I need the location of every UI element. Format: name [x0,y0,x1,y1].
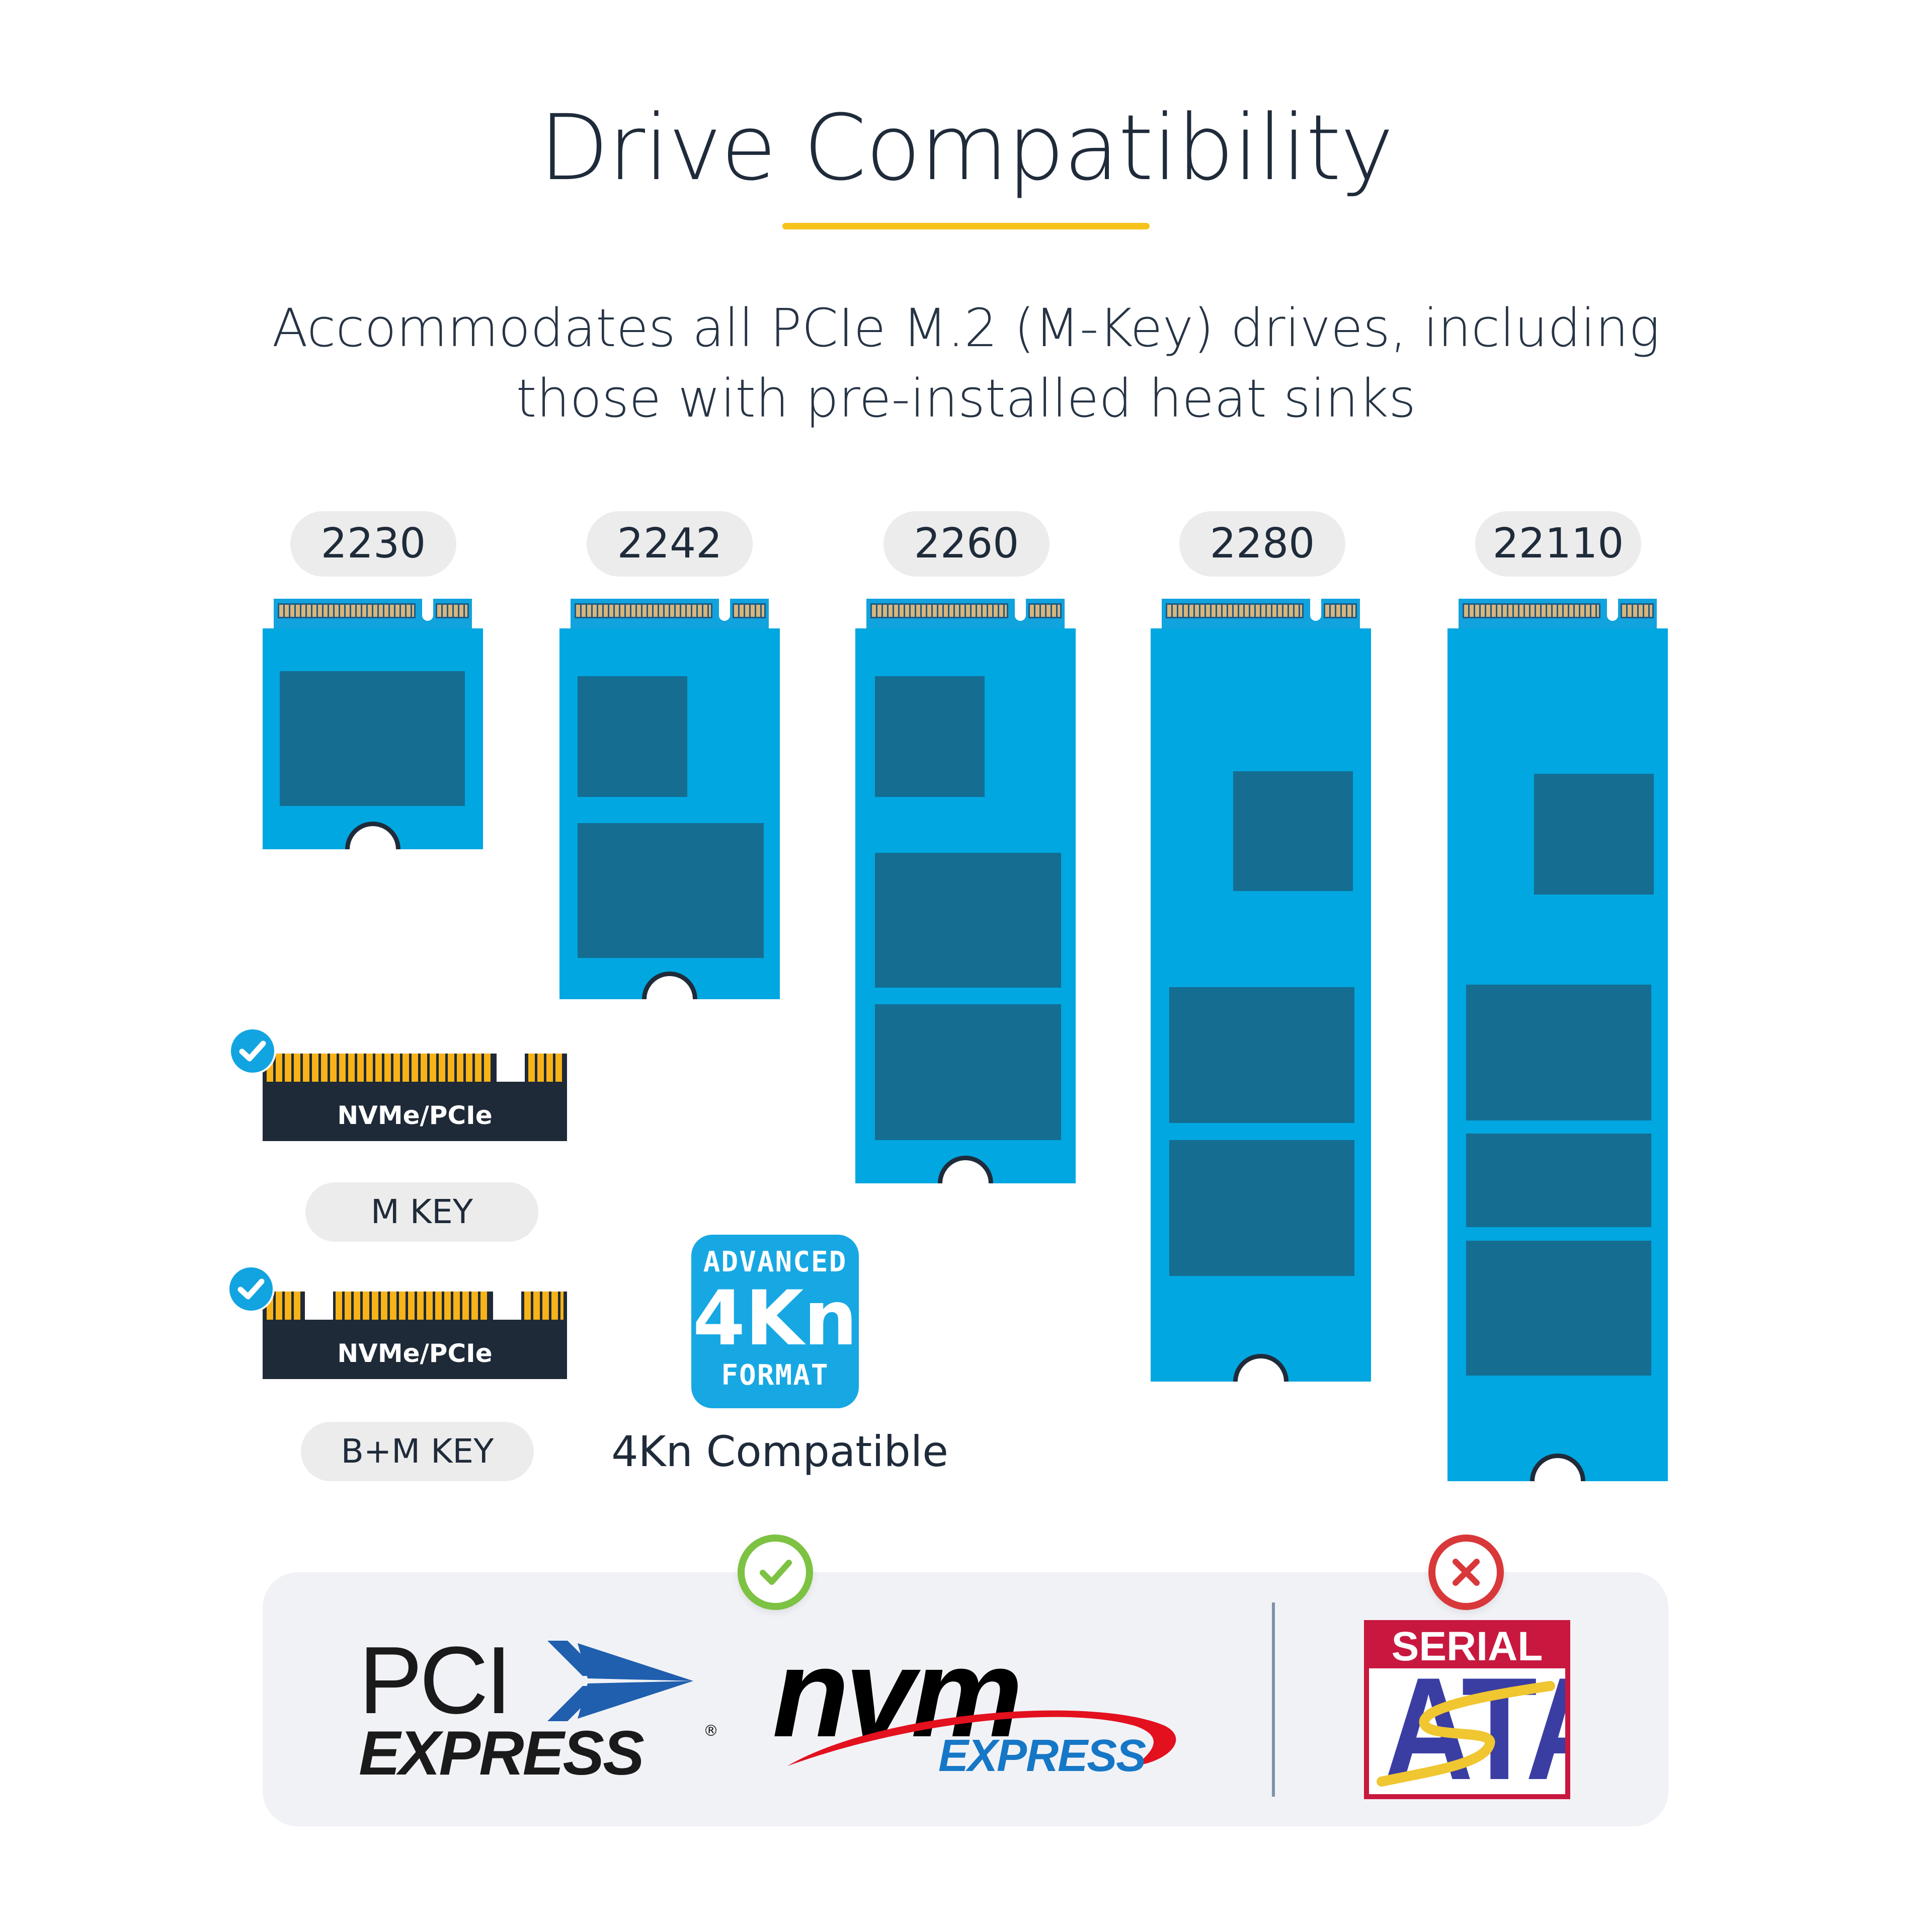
advanced-4kn-format-badge: ADVANCED 4Kn FORMAT [691,1235,859,1408]
chip [1466,1241,1651,1376]
size-label-2230: 2230 [290,511,456,577]
gold-pins [524,1292,564,1320]
bm-key-label: B+M KEY [301,1422,534,1481]
m2-2242-drive-icon [559,599,780,999]
nvm-express-logo: nvm EXPRESS [772,1630,1190,1786]
serial-ata-logo: SERIAL ATA [1364,1620,1570,1799]
mounting-hole [642,972,697,999]
size-label-2260: 2260 [883,511,1050,577]
mounting-hole [938,1156,993,1183]
connector-edge [274,599,472,629]
m2-2280-drive-icon [1151,599,1371,1382]
divider [1272,1602,1275,1797]
check-circle-icon [738,1535,813,1610]
chip [1169,1140,1354,1276]
mounting-hole [1530,1454,1585,1481]
connector-edge [866,599,1065,629]
4kn-caption: 4Kn Compatible [611,1427,948,1476]
ata-box: ATA [1369,1668,1565,1794]
yellow-s-swoosh-icon [1377,1681,1555,1787]
registered-mark: ® [703,1722,718,1740]
size-label-2242: 2242 [587,511,753,577]
subtitle-line-2: those with pre-installed heat sinks [516,368,1416,429]
title-underline [782,223,1150,229]
pci-arrow-icon [547,1641,693,1721]
chip [875,676,985,797]
pci-text: PCI [359,1627,512,1734]
connector-label: NVMe/PCIe [337,1101,493,1130]
drive-board [559,628,780,999]
connector-label: NVMe/PCIe [337,1339,493,1368]
red-swoosh-icon [787,1710,1176,1766]
chip [578,676,687,797]
m2-2230-drive-icon [263,599,483,849]
connector-edge [1162,599,1360,629]
connector-edge [1459,599,1657,629]
chip [1169,987,1354,1123]
m-key-notch [493,1292,521,1320]
chip [1233,771,1353,891]
mounting-hole [1233,1354,1289,1382]
key-notch [497,1054,525,1082]
badge-line-3: FORMAT [721,1359,829,1392]
bm-key-connector: NVMe/PCIe [263,1292,567,1379]
badge-line-2: 4Kn [692,1275,858,1362]
page-title: Drive Compatibility [539,96,1394,201]
drive-board [263,628,483,849]
drive-board [1447,628,1668,1481]
chip [1466,1134,1651,1227]
check-icon [227,1265,275,1313]
serial-text: SERIAL [1391,1624,1543,1669]
chip [875,853,1061,988]
m-key-connector: NVMe/PCIe [263,1054,567,1141]
subtitle-line-1: Accommodates all PCIe M.2 (M-Key) drives… [272,297,1660,359]
express-text: EXPRESS [359,1719,645,1788]
m-key-label: M KEY [305,1182,538,1242]
chip [1466,985,1651,1120]
m2-2260-drive-icon [855,599,1076,1183]
chip [578,823,764,958]
nvm-express-text: EXPRESS [938,1731,1146,1781]
pci-express-logo: PCI EXPRESS ® [359,1633,721,1785]
badge-line-1: ADVANCED [703,1246,847,1278]
drive-board [855,628,1076,1183]
check-icon [229,1027,276,1075]
size-label-22110: 22110 [1475,511,1641,577]
size-label-2280: 2280 [1179,511,1345,577]
x-circle-icon [1428,1535,1504,1610]
chip [280,671,465,806]
drive-board [1151,628,1371,1382]
chip [875,1004,1061,1140]
gold-pins [528,1054,564,1082]
gold-pins [267,1054,493,1082]
gold-pins [336,1292,490,1320]
b-key-notch [305,1292,333,1320]
m2-22110-drive-icon [1447,599,1668,1481]
connector-edge [571,599,769,629]
mounting-hole [345,822,400,849]
chip [1534,774,1654,895]
